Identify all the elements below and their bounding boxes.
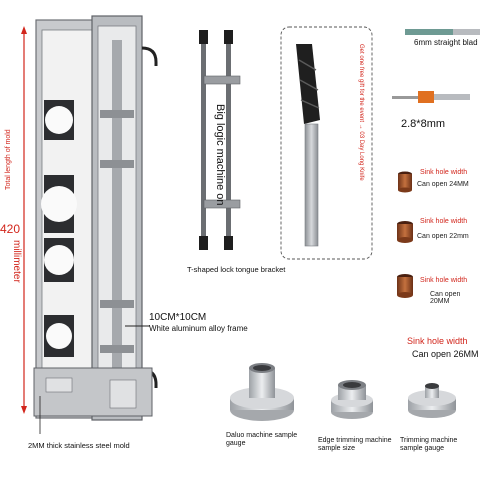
frame-material-label: White aluminum alloy frame xyxy=(149,324,248,333)
sink-open-3: Can open 20MM xyxy=(430,291,461,305)
frame-size-label: 10CM*10CM xyxy=(149,312,207,323)
gift-box xyxy=(280,26,373,260)
straight-blade-illustration xyxy=(405,29,480,35)
copper-bushing-1 xyxy=(398,171,412,193)
gauge-3-label: Trimming machine sample gauge xyxy=(400,437,458,452)
t-bracket-illustration xyxy=(199,30,241,250)
sink-open-4: Can open 26MM xyxy=(412,349,479,359)
bit-size-label: 2.8*8mm xyxy=(401,118,446,130)
sink-label-4: Sink hole width xyxy=(407,336,468,346)
router-bit-illustration xyxy=(296,44,320,247)
gift-label: Get one free gift for the event → 03 Day… xyxy=(358,44,364,181)
gauge-3 xyxy=(408,383,456,418)
height-unit: millimeter xyxy=(11,240,22,283)
sink-open-1: Can open 24MM xyxy=(417,181,469,188)
sink-label-2: Sink hole width xyxy=(420,218,468,225)
copper-bushing-2 xyxy=(397,221,413,243)
gauge-1 xyxy=(230,363,294,421)
machine-name-label: Big logic machine on xyxy=(214,104,226,206)
height-value: 420 xyxy=(0,222,21,236)
gauge-1-label: Daluo machine sample gauge xyxy=(226,432,298,447)
height-dimension-line xyxy=(21,26,27,414)
small-bit-illustration xyxy=(392,91,470,103)
blade-label: 6mm straight blad xyxy=(414,38,478,47)
mold-thickness-label: 2MM thick stainless steel mold xyxy=(28,441,130,450)
gauge-2 xyxy=(331,380,373,419)
sink-open-2: Can open 22mm xyxy=(417,233,469,240)
bracket-label: T-shaped lock tongue bracket xyxy=(187,265,286,274)
sink-label-1: Sink hole width xyxy=(420,169,468,176)
jig-frame xyxy=(33,15,158,421)
gauge-2-label: Edge trimming machine sample size xyxy=(318,437,392,452)
copper-bushing-3 xyxy=(397,274,413,298)
total-length-label: Total length of mold xyxy=(5,129,12,190)
sink-label-3: Sink hole width xyxy=(420,277,468,284)
